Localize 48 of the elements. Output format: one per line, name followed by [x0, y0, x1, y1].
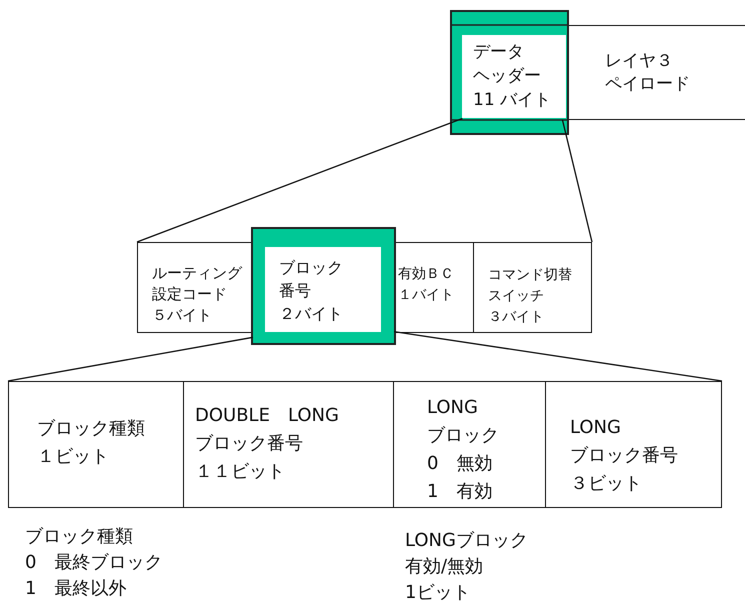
field-label: 設定コード [152, 284, 227, 305]
field-cell [473, 242, 592, 333]
note-text: 1ビット [405, 581, 470, 605]
note-text: 0 最終ブロック [25, 551, 162, 575]
field-label: 0 無効 [427, 452, 492, 476]
field-label: スイッチ [488, 287, 544, 306]
field-label: 1 有効 [427, 480, 492, 504]
field-label: データ [473, 41, 524, 64]
field-label: １ビット [37, 445, 109, 469]
field-label: 番号 [279, 280, 311, 302]
field-label: ３ビット [570, 472, 642, 496]
field-label: DOUBLE LONG [195, 404, 339, 428]
field-label: ヘッダー [473, 65, 541, 88]
field-label: ペイロード [605, 73, 690, 96]
payload-band [567, 25, 745, 120]
field-label: 有効ＢＣ [398, 265, 454, 284]
note-text: LONGブロック [405, 529, 528, 553]
note-text: 有効/無効 [405, 555, 484, 579]
field-label: レイヤ３ [605, 50, 673, 73]
field-label: ブロック [427, 424, 499, 448]
field-label: ブロック番号 [570, 444, 678, 468]
bit-field-cell [393, 381, 546, 508]
highlighted-field-box [253, 229, 394, 343]
field-label: ブロック [279, 257, 343, 279]
field-label: LONG [570, 416, 621, 440]
field-label: コマンド切替 [488, 266, 572, 285]
field-label: ２バイト [279, 303, 343, 325]
bit-field-cell [545, 381, 722, 508]
field-label: ルーティング [152, 263, 242, 284]
note-text: 1 最終以外 [25, 577, 126, 601]
field-label: ブロック番号 [195, 432, 303, 456]
field-cell [393, 242, 474, 333]
field-label: ３バイト [488, 308, 544, 327]
field-label: ５バイト [152, 305, 212, 326]
field-label: １バイト [398, 286, 454, 305]
note-text: ブロック種類 [25, 525, 133, 549]
field-label: １１ビット [195, 460, 285, 484]
bit-field-cell [8, 381, 184, 508]
expansion-line [562, 120, 593, 242]
field-label: 11 バイト [473, 89, 552, 112]
field-label: LONG [427, 396, 478, 420]
bit-field-cell [183, 381, 394, 508]
expansion-line [8, 336, 254, 382]
field-cell [137, 242, 254, 333]
field-label: ブロック種類 [37, 417, 145, 441]
header-box [452, 12, 567, 133]
expansion-line [394, 330, 722, 382]
expansion-line [136, 118, 463, 243]
